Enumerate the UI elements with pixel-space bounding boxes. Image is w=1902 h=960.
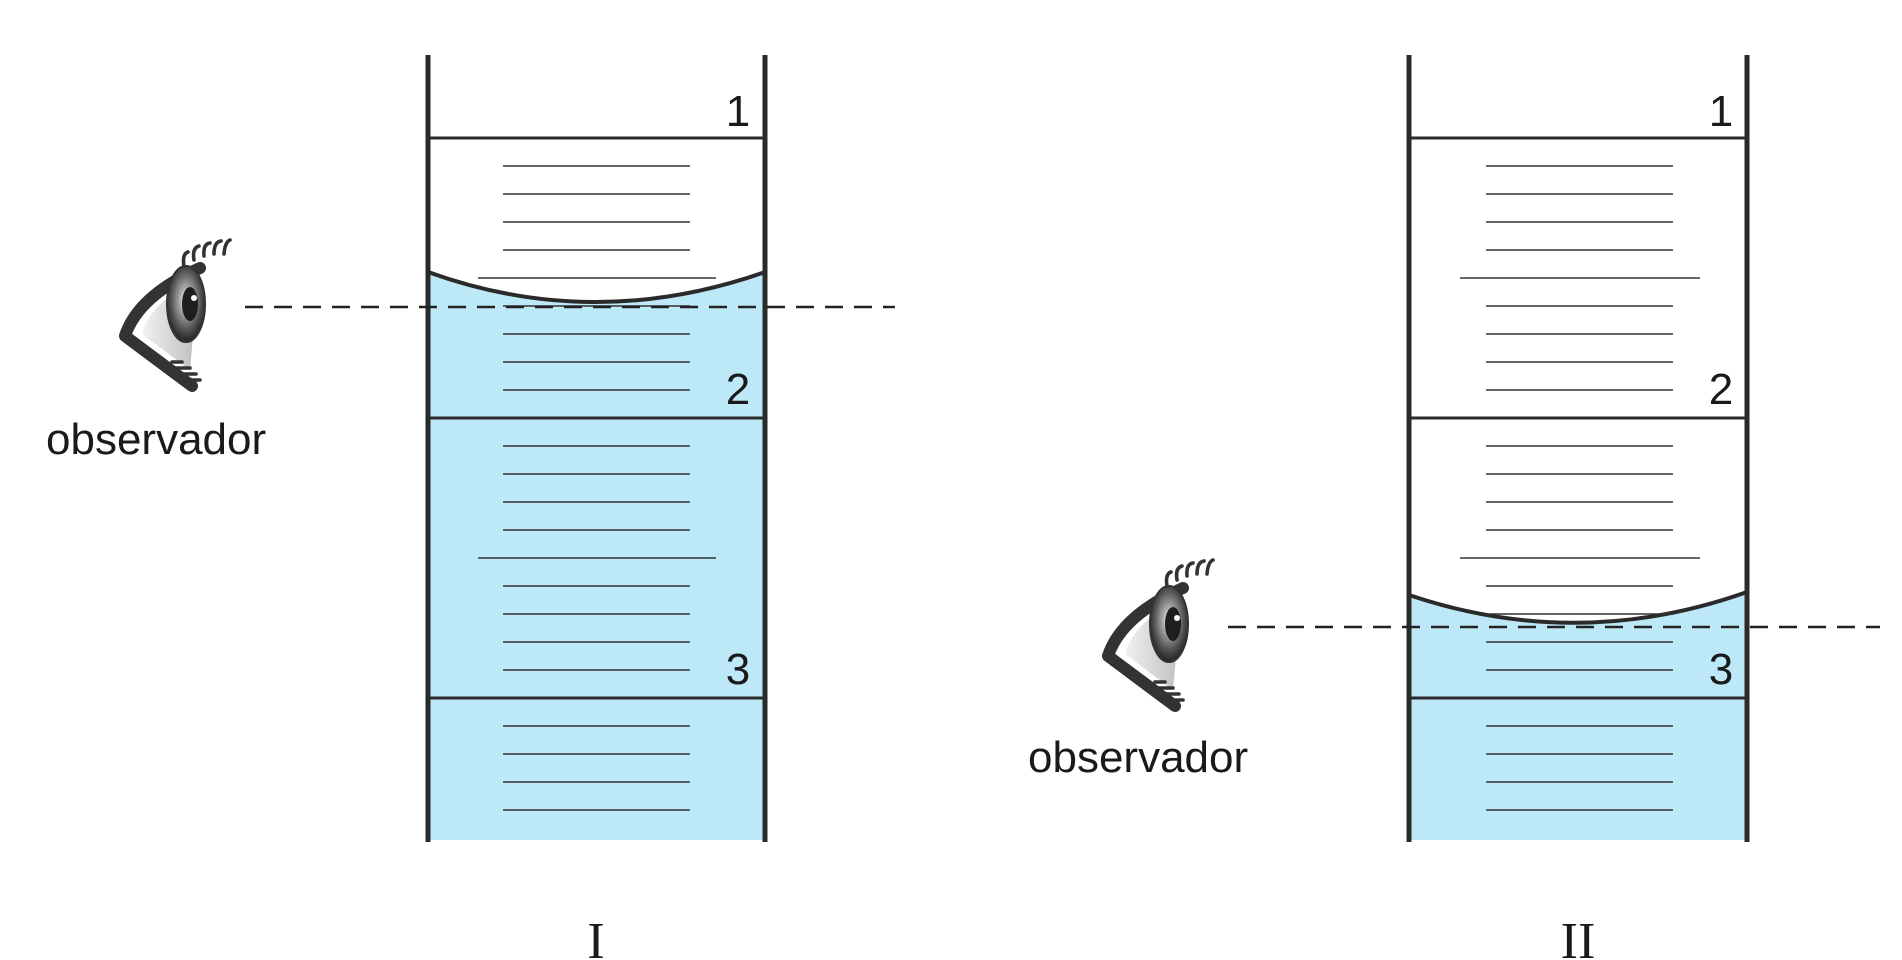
eye-icon — [1102, 558, 1215, 712]
meniscus-2 — [1408, 590, 1748, 625]
observer-label-2: observador — [1028, 733, 1248, 782]
minor-ticks-2 — [1460, 165, 1700, 811]
graduation-label-2: 2 — [726, 365, 750, 414]
figure-label-2: II — [1561, 913, 1596, 960]
liquid-column-2 — [1409, 592, 1747, 840]
graduation-label-3: 3 — [1709, 645, 1733, 694]
meniscus-1 — [427, 270, 766, 304]
eye-icon — [119, 238, 232, 392]
graduation-label-1: 1 — [1709, 87, 1733, 136]
graduation-label-1: 1 — [726, 87, 750, 136]
figure-1: 1 2 3 observador I — [46, 55, 895, 960]
observer-label-1: observador — [46, 415, 266, 464]
graduation-label-2: 2 — [1709, 365, 1733, 414]
graduation-label-3: 3 — [726, 645, 750, 694]
figure-2: 1 2 3 observador II — [1028, 55, 1880, 960]
figure-label-1: I — [587, 913, 604, 960]
